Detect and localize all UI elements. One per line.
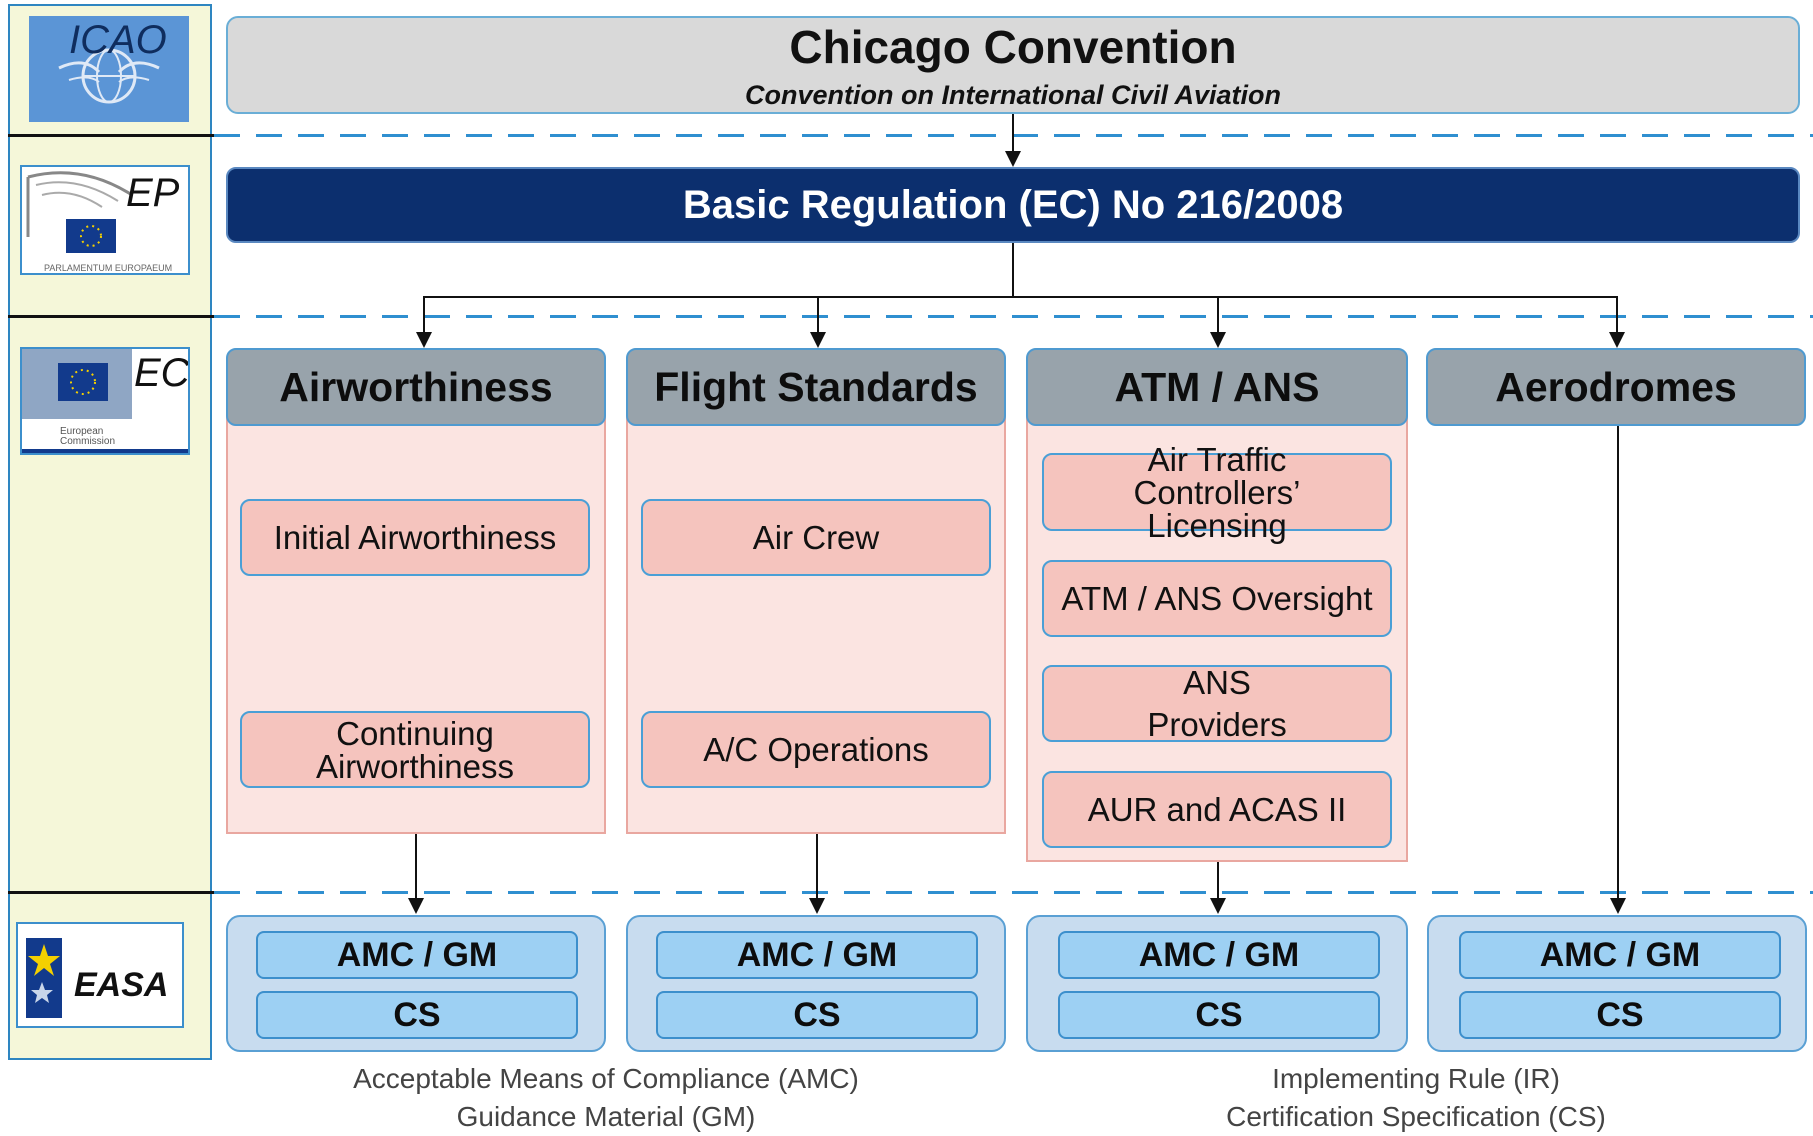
connector-line	[415, 834, 417, 912]
separator-solid	[8, 891, 214, 894]
arrow-head	[1610, 898, 1626, 914]
chicago-convention-title: Chicago Convention	[789, 20, 1237, 73]
legend-gm: Guidance Material (GM)	[456, 1101, 756, 1132]
connector-line	[817, 296, 819, 332]
item-ans-providers: ANS Providers	[1042, 664, 1392, 743]
cs-pill: CS	[1459, 991, 1781, 1039]
legend-left: Acceptable Means of Compliance (AMC) Gui…	[226, 1060, 986, 1136]
authority-sidebar	[8, 4, 212, 1060]
connector-line	[1617, 426, 1619, 912]
item-continuing-airworthiness: Continuing Airworthiness	[240, 711, 590, 788]
basic-regulation-box: Basic Regulation (EC) No 216/2008	[226, 167, 1800, 243]
separator-dashed	[214, 315, 1813, 318]
amc-gm-pill: AMC / GM	[256, 931, 578, 979]
legend-amc: Acceptable Means of Compliance (AMC)	[353, 1063, 859, 1094]
connector-line	[1217, 862, 1219, 912]
ep-logo: EP PARLAMENTUM EUROPAEUM	[20, 165, 190, 275]
easa-box-flight-standards: AMC / GM CS	[626, 915, 1006, 1052]
connector-line	[1012, 114, 1014, 158]
ec-label: EC	[134, 351, 190, 395]
chicago-convention-subtitle: Convention on International Civil Aviati…	[744, 79, 1282, 110]
cs-pill: CS	[656, 991, 978, 1039]
separator-solid	[8, 315, 214, 318]
column-header-flight-standards: Flight Standards	[626, 348, 1006, 426]
column-header-airworthiness: Airworthiness	[226, 348, 606, 426]
connector-line	[423, 296, 425, 332]
easa-box-aerodromes: AMC / GM CS	[1427, 915, 1807, 1052]
european-commission-icon	[22, 349, 188, 453]
connector-bar	[423, 296, 1617, 298]
parliament-building-icon	[26, 171, 133, 253]
amc-gm-pill: AMC / GM	[1459, 931, 1781, 979]
separator-solid	[8, 134, 214, 137]
chicago-convention-box: Chicago Convention Convention on Interna…	[226, 16, 1800, 114]
arrow-head	[810, 332, 826, 348]
ep-logo-caption: PARLAMENTUM EUROPAEUM	[44, 263, 173, 273]
connector-line	[1217, 296, 1219, 332]
arrow-head	[1609, 332, 1625, 348]
ec-logo-caption: European Commission	[60, 426, 116, 447]
arrow-head	[416, 332, 432, 348]
arrow-head	[1005, 151, 1021, 167]
arrow-head	[408, 898, 424, 914]
legend-cs: Certification Specification (CS)	[1226, 1101, 1606, 1132]
item-initial-airworthiness: Initial Airworthiness	[240, 499, 590, 576]
legend-ir: Implementing Rule (IR)	[1272, 1063, 1560, 1094]
item-atm-ans-oversight: ATM / ANS Oversight	[1042, 560, 1392, 637]
legend-right: Implementing Rule (IR) Certification Spe…	[1036, 1060, 1796, 1136]
item-atc-licensing: Air Traffic Controllers’ Licensing	[1042, 443, 1392, 542]
icao-logo: ICAO	[29, 16, 189, 122]
item-air-crew: Air Crew	[641, 499, 991, 576]
arrow-head	[1210, 332, 1226, 348]
arrow-head	[1210, 898, 1226, 914]
icao-label: ICAO	[69, 18, 167, 62]
ep-label: EP	[126, 171, 180, 215]
ec-logo: EC European Commission	[20, 347, 190, 455]
separator-dashed	[214, 891, 1813, 894]
column-header-atm-ans: ATM / ANS	[1026, 348, 1408, 426]
item-aur-acas: AUR and ACAS II	[1042, 771, 1392, 848]
amc-gm-pill: AMC / GM	[1058, 931, 1380, 979]
amc-gm-pill: AMC / GM	[656, 931, 978, 979]
cs-pill: CS	[256, 991, 578, 1039]
easa-box-atm-ans: AMC / GM CS	[1026, 915, 1408, 1052]
connector-line	[1012, 243, 1014, 297]
easa-label: EASA	[74, 966, 169, 1004]
arrow-head	[809, 898, 825, 914]
cs-pill: CS	[1058, 991, 1380, 1039]
easa-star-icon	[26, 938, 62, 1018]
connector-line	[816, 834, 818, 912]
easa-logo: EASA	[16, 922, 184, 1028]
item-ac-operations: A/C Operations	[641, 711, 991, 788]
connector-line	[1616, 296, 1618, 332]
easa-box-airworthiness: AMC / GM CS	[226, 915, 606, 1052]
icao-emblem-icon	[58, 48, 160, 104]
column-header-aerodromes: Aerodromes	[1426, 348, 1806, 426]
